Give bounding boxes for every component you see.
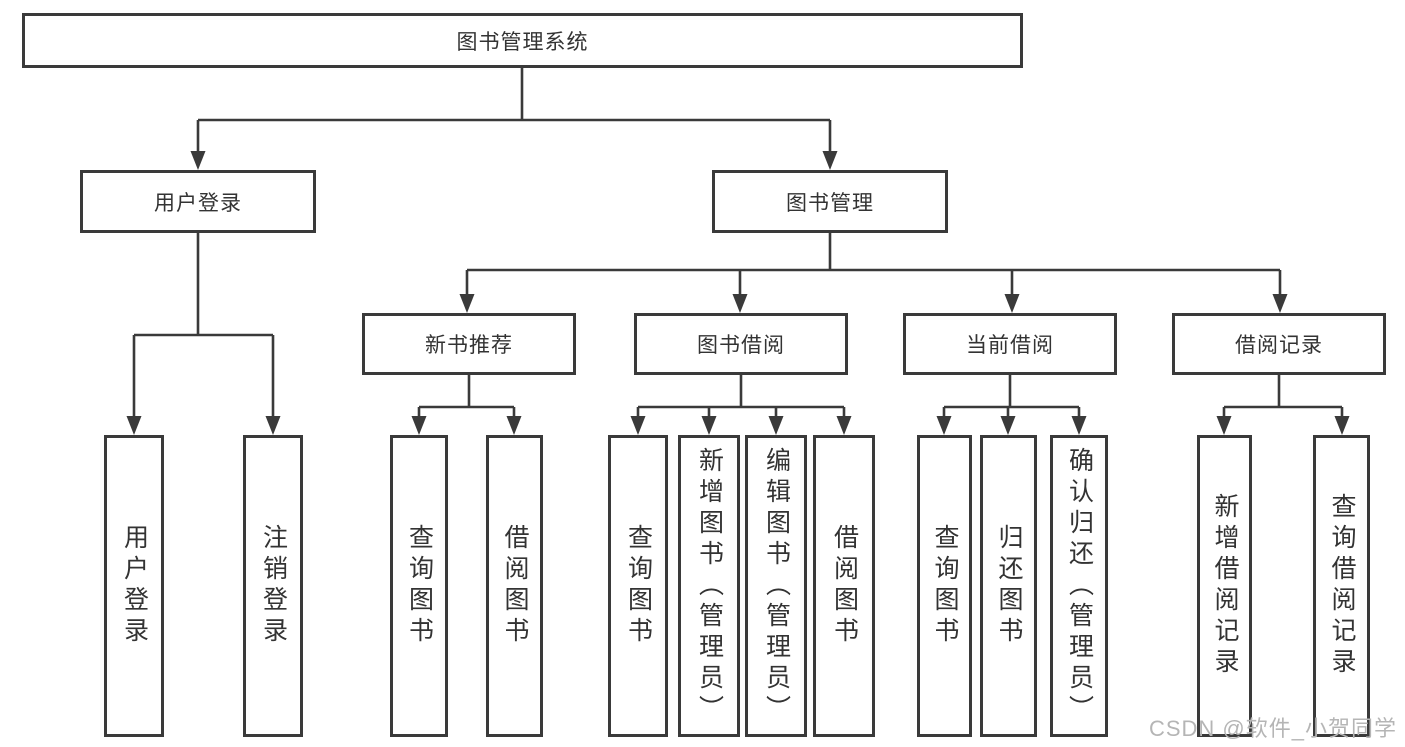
leaf-label: 查询借阅记录 bbox=[1328, 493, 1356, 679]
leaf-label: 确认归还（管理员） bbox=[1065, 446, 1094, 726]
leaf-label: 归还图书 bbox=[995, 524, 1023, 648]
leaf-label: 注销登录 bbox=[259, 524, 288, 648]
node-borrowing-records: 借阅记录 bbox=[1172, 313, 1386, 375]
node-root-system: 图书管理系统 bbox=[22, 13, 1023, 68]
node-user-login: 用户登录 bbox=[80, 170, 316, 233]
csdn-watermark: CSDN @软件_小贺同学 bbox=[1148, 716, 1397, 741]
leaf-logout: 注销登录 bbox=[243, 435, 303, 737]
leaf-borrow-books-recommend: 借阅图书 bbox=[486, 435, 543, 737]
leaf-label: 借阅图书 bbox=[501, 524, 529, 648]
leaf-query-books-borrowing: 查询图书 bbox=[608, 435, 668, 737]
node-book-management: 图书管理 bbox=[712, 170, 948, 233]
node-book-borrowing: 图书借阅 bbox=[634, 313, 848, 375]
leaf-label: 查询图书 bbox=[624, 524, 653, 648]
leaf-label: 编辑图书（管理员） bbox=[762, 446, 791, 726]
leaf-borrow-books-borrowing: 借阅图书 bbox=[813, 435, 875, 737]
leaf-user-login: 用户登录 bbox=[104, 435, 164, 737]
leaf-add-borrow-record: 新增借阅记录 bbox=[1197, 435, 1252, 737]
leaf-label: 查询图书 bbox=[405, 524, 434, 648]
node-current-borrowing: 当前借阅 bbox=[903, 313, 1117, 375]
leaf-add-books-admin: 新增图书（管理员） bbox=[678, 435, 740, 737]
leaf-label: 用户登录 bbox=[120, 524, 149, 648]
leaf-query-borrow-record: 查询借阅记录 bbox=[1313, 435, 1370, 737]
arrowheads bbox=[126, 151, 1350, 435]
leaf-label: 查询图书 bbox=[931, 524, 959, 648]
leaf-label: 借阅图书 bbox=[830, 524, 859, 648]
leaf-confirm-return-admin: 确认归还（管理员） bbox=[1050, 435, 1108, 737]
leaf-query-books-current: 查询图书 bbox=[917, 435, 972, 737]
node-new-book-recommend: 新书推荐 bbox=[362, 313, 576, 375]
leaf-query-books-recommend: 查询图书 bbox=[390, 435, 448, 737]
leaf-label: 新增借阅记录 bbox=[1211, 493, 1239, 679]
leaf-edit-books-admin: 编辑图书（管理员） bbox=[745, 435, 807, 737]
leaf-label: 新增图书（管理员） bbox=[695, 446, 724, 726]
leaf-return-books: 归还图书 bbox=[980, 435, 1037, 737]
